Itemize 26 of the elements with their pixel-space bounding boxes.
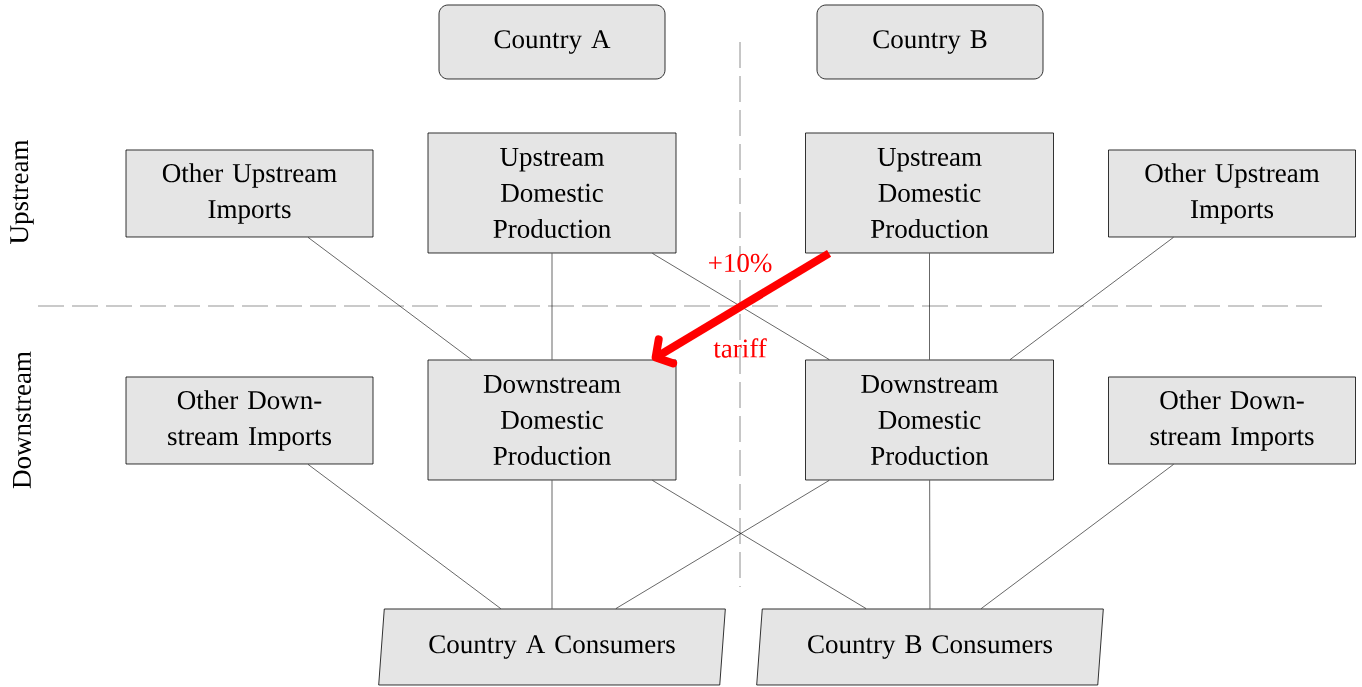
side-label: Upstream [10, 139, 34, 244]
country-box: Country B [816, 4, 1044, 80]
connector-line [929, 253, 930, 360]
process-box: Other Upstream Imports [125, 149, 374, 238]
side-label: Downstream [13, 351, 31, 489]
process-box: Downstream Domestic Production [805, 359, 1054, 481]
process-box: Upstream Domestic Production [427, 132, 677, 254]
connector-line [551, 253, 553, 360]
connector-line [307, 464, 502, 609]
connector-line [652, 480, 867, 609]
process-box: Upstream Domestic Production [805, 132, 1054, 254]
edge-label: +10% [709, 253, 772, 273]
connector-line [980, 464, 1174, 609]
process-box: Other Upstream Imports [1108, 149, 1356, 238]
process-box: Other Down-stream Imports [125, 376, 374, 465]
process-box: Other Down-stream Imports [1108, 376, 1356, 465]
connector-line [307, 237, 472, 360]
connector-line [615, 480, 830, 609]
connector-line [551, 480, 553, 609]
annotation-text: tariff [713, 338, 767, 358]
consumer-parallelogram: Country A Consumers [378, 608, 726, 686]
connector-line [929, 480, 931, 609]
process-box: Downstream Domestic Production [427, 359, 677, 481]
country-box: Country A [438, 4, 666, 80]
connector-line [1009, 237, 1174, 360]
consumer-parallelogram: Country B Consumers [756, 608, 1104, 686]
